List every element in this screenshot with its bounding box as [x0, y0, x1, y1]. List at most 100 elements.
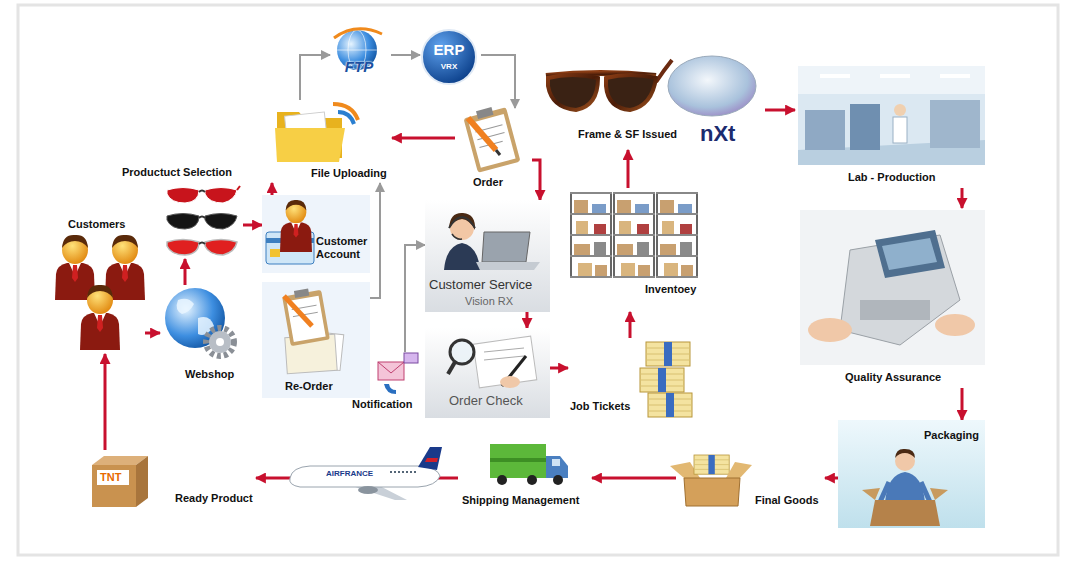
node-caption: Customers — [68, 218, 125, 231]
customer-service-picture — [425, 200, 550, 312]
lab-photo-part — [930, 100, 980, 148]
notification-icons-part — [378, 362, 404, 373]
customer-service: Customer ServiceVision RX — [425, 200, 550, 312]
node-caption: Notification — [352, 398, 413, 411]
webshop-globe — [165, 288, 234, 356]
delivery-truck — [490, 444, 568, 485]
tnt-parcel-part — [92, 465, 136, 507]
quality-assurance-photo-part — [875, 230, 945, 278]
customer-service-picture-part — [482, 232, 530, 262]
job-ticket-bundles-part — [640, 368, 684, 392]
tnt-parcel-part — [136, 456, 148, 507]
notification-icons-part — [378, 362, 404, 380]
customer-service-picture-part — [449, 213, 475, 230]
flow-arrow — [300, 55, 330, 100]
lab-photo — [798, 66, 985, 165]
node-caption: VRX — [420, 62, 478, 71]
flow-arrow — [765, 109, 795, 112]
node-caption: Vision RX — [465, 295, 513, 308]
tnt-parcel — [92, 456, 148, 507]
flow-arrow — [592, 477, 676, 480]
customer-account-icon — [262, 195, 370, 273]
webshop-globe-part — [216, 338, 224, 346]
logo-label: AIRFRANCE — [326, 469, 373, 478]
folder-icon — [275, 104, 358, 162]
final-goods: Final Goods — [676, 448, 825, 510]
packaging-picture — [838, 420, 985, 528]
sunglasses-icons-part — [237, 186, 240, 190]
reorder-icon — [262, 282, 370, 398]
order-check-picture-part — [473, 336, 537, 388]
order-check-picture-part — [425, 328, 550, 418]
flow-arrow — [961, 188, 964, 208]
ftp-globe-part — [337, 50, 377, 51]
inventory-shelves-part — [656, 192, 698, 278]
flow-arrow — [243, 224, 262, 227]
webshop-globe-part — [209, 331, 231, 353]
frame-and-lens-part — [548, 75, 598, 110]
node-caption: Customer Account — [316, 235, 372, 260]
node-caption: Packaging — [924, 429, 979, 442]
node-caption: ERP — [420, 41, 478, 58]
flow-arrow — [370, 183, 380, 298]
node-caption: Job Tickets — [570, 400, 630, 413]
ftp-globe-part — [334, 29, 382, 38]
job-tickets: Job Tickets — [568, 338, 692, 420]
order-clipboard-part-part — [476, 107, 494, 119]
packaging-picture-part — [862, 488, 880, 500]
node-caption: Order Check — [449, 394, 523, 409]
delivery-truck-part — [490, 458, 546, 462]
inventory-node: Inventoey — [566, 188, 702, 312]
packaging-picture-part — [930, 488, 948, 500]
page-frame — [18, 5, 1058, 555]
flow-arrow — [392, 137, 455, 140]
job-ticket-bundles-part — [646, 342, 690, 366]
reorder-icon-part — [281, 286, 329, 346]
packaging-picture-part — [870, 500, 940, 526]
customer-account: Customer Account — [262, 195, 375, 273]
node-caption: Customer Service — [429, 278, 532, 293]
final-goods-carton — [670, 455, 752, 506]
node-caption: Final Goods — [755, 494, 819, 507]
reorder-icon-part — [262, 282, 370, 398]
notification-icons-part — [384, 384, 396, 394]
delivery-truck-part — [490, 444, 546, 478]
order-clipboard-part — [468, 118, 496, 150]
flow-arrow — [391, 54, 420, 56]
customer-figures — [55, 235, 145, 350]
lab-photo-part — [820, 74, 850, 78]
node-caption: Productuct Selection — [122, 166, 232, 179]
node-caption: Inventoey — [645, 283, 696, 296]
frame-and-lens — [546, 56, 756, 116]
reorder-icon-part — [284, 296, 312, 326]
flow-arrow — [825, 477, 838, 480]
delivery-truck-part — [546, 456, 568, 478]
node-caption: Ready Product — [175, 492, 253, 505]
order-check-picture-part — [450, 340, 474, 364]
lab-photo-part — [805, 110, 845, 150]
webshop-globe-part — [177, 299, 194, 314]
reorder-node: Re-Order — [262, 282, 370, 398]
quality-assurance: Quality Assurance — [798, 208, 988, 388]
customer-figures-part — [80, 285, 120, 350]
order-check-picture-part — [484, 356, 524, 360]
delivery-truck-part — [553, 475, 563, 485]
quality-assurance-photo-part — [882, 238, 937, 270]
packaging-node: Packaging — [838, 420, 985, 528]
order-check-picture-part — [448, 362, 455, 374]
flow-arrow — [961, 388, 964, 420]
product-selection: Productuct Selection — [118, 162, 243, 259]
sunglasses-icons-part — [167, 214, 237, 230]
job-ticket-bundles — [640, 342, 692, 417]
airplane-part — [358, 486, 378, 494]
lab-photo-part — [940, 74, 970, 78]
sunglasses-icons-part — [167, 240, 237, 256]
lab-photo-part — [798, 66, 985, 165]
lab-photo-part — [798, 66, 985, 94]
node-caption: Re-Order — [285, 380, 333, 393]
customer-account-icon-part — [280, 200, 312, 252]
lab-production: Lab - Production — [795, 63, 988, 188]
airplane-part — [390, 471, 418, 473]
shipping-node: Shipping Management — [458, 438, 592, 510]
